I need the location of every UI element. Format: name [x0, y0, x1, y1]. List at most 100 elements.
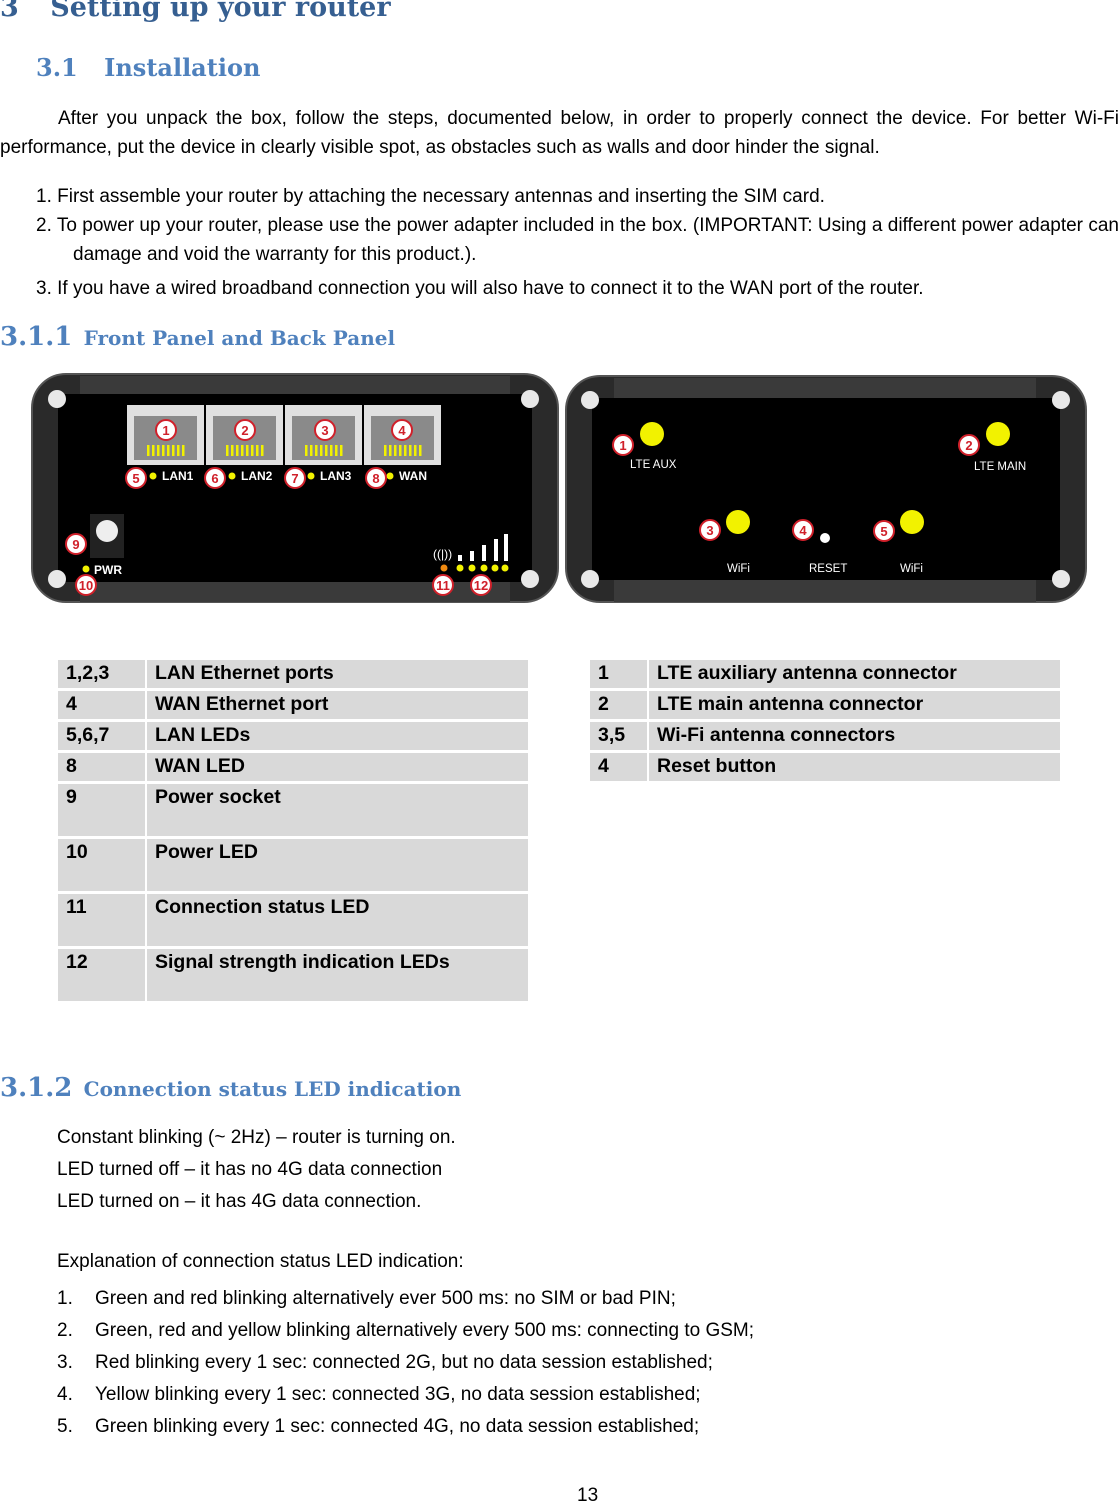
callout-number: 4	[799, 523, 807, 538]
item-description: Signal strength indication LEDs	[147, 949, 528, 1001]
item-description: WAN LED	[147, 753, 528, 781]
led-state: LED turned on – it has 4G data connectio…	[57, 1191, 422, 1212]
callout-number: 5	[880, 524, 887, 539]
item-number: 2	[590, 691, 647, 719]
list-item: 4.Yellow blinking every 1 sec: connected…	[57, 1384, 701, 1405]
heading-title: Installation	[104, 53, 261, 82]
heading-led-indication: 3.1.2 Connection status LED indication	[0, 1073, 461, 1103]
step-2: 2. To power up your router, please use t…	[36, 211, 1119, 269]
item-number: 9	[58, 784, 145, 836]
callout-number: 7	[291, 471, 298, 486]
item-description: Power LED	[147, 839, 528, 891]
item-number: 8	[58, 753, 145, 781]
callout-marker	[391, 419, 413, 441]
callout-number: 10	[79, 578, 93, 593]
step-1: 1. First assemble your router by attachi…	[36, 186, 825, 207]
callout-number: 2	[241, 423, 248, 438]
antenna-icon: ((|))	[433, 547, 452, 561]
led-state: LED turned off – it has no 4G data conne…	[57, 1159, 443, 1180]
list-item: 2.Green, red and yellow blinking alterna…	[57, 1320, 754, 1341]
lte-main-label: LTE MAIN	[974, 461, 1026, 473]
heading-installation: 3.1 Installation	[36, 53, 260, 82]
heading-number: 3	[0, 0, 19, 23]
intro-paragraph: After you unpack the box, follow the ste…	[0, 108, 1119, 158]
led-state: Constant blinking (~ 2Hz) – router is tu…	[57, 1127, 456, 1148]
callout-marker	[470, 574, 492, 596]
page-number: 13	[577, 1485, 599, 1505]
item-description: LAN Ethernet ports	[147, 660, 528, 688]
callout-number: 12	[474, 578, 488, 593]
callout-marker	[792, 519, 814, 541]
item-description: LTE main antenna connector	[649, 691, 1060, 719]
callout-number: 1	[619, 438, 626, 453]
item-description: Reset button	[649, 753, 1060, 781]
callout-marker	[873, 520, 895, 542]
callout-marker	[234, 419, 256, 441]
led-states: Constant blinking (~ 2Hz) – router is tu…	[57, 1122, 456, 1218]
port-label: LAN1	[162, 469, 194, 483]
wifi-label-1: WiFi	[727, 563, 750, 575]
callout-marker	[284, 467, 306, 489]
callout-marker	[314, 419, 336, 441]
reset-label: RESET	[809, 563, 847, 575]
callout-marker	[75, 574, 97, 596]
item-description: LAN LEDs	[147, 722, 528, 750]
item-number: 12	[58, 949, 145, 1001]
step-2-text: 2. To power up your router, please use t…	[36, 215, 1119, 265]
heading-title: Setting up your router	[50, 0, 391, 23]
port-label: LAN2	[241, 469, 273, 483]
callout-marker	[125, 467, 147, 489]
callout-number: 9	[72, 537, 79, 552]
heading-chapter: 3 Setting up your router	[0, 0, 391, 23]
port-label: LAN3	[320, 469, 352, 483]
item-number: 1,2,3	[58, 660, 145, 688]
callout-number: 11	[436, 578, 450, 593]
callout-marker	[958, 434, 980, 456]
lte-aux-label: LTE AUX	[630, 459, 677, 471]
explanation-list: 1.Green and red blinking alternatively e…	[57, 1283, 754, 1443]
callout-number: 8	[372, 471, 379, 486]
wifi-label-2: WiFi	[900, 563, 923, 575]
item-description: Wi-Fi antenna connectors	[649, 722, 1060, 750]
callout-marker	[155, 419, 177, 441]
step-3: 3. If you have a wired broadband connect…	[36, 278, 924, 299]
list-item: 5.Green blinking every 1 sec: connected …	[57, 1416, 700, 1437]
heading-number: 3.1	[36, 53, 78, 82]
item-number: 11	[58, 894, 145, 946]
explanation-title: Explanation of connection status LED ind…	[57, 1251, 464, 1272]
item-number: 5,6,7	[58, 722, 145, 750]
port-label: WAN	[399, 469, 427, 483]
item-description: Power socket	[147, 784, 528, 836]
item-number: 4	[590, 753, 647, 781]
callout-number: 6	[211, 471, 218, 486]
item-number: 3,5	[590, 722, 647, 750]
callout-marker	[204, 467, 226, 489]
heading-title: Front Panel and Back Panel	[83, 326, 396, 350]
item-number: 1	[590, 660, 647, 688]
callout-number: 4	[398, 423, 406, 438]
heading-front-back-panel: 3.1.1 Front Panel and Back Panel	[0, 322, 395, 352]
list-item: 3.Red blinking every 1 sec: connected 2G…	[57, 1352, 713, 1373]
pwr-label: PWR	[94, 563, 122, 577]
heading-title: Connection status LED indication	[83, 1077, 462, 1101]
item-description: Connection status LED	[147, 894, 528, 946]
heading-number: 3.1.2	[0, 1073, 73, 1103]
callout-marker	[612, 434, 634, 456]
callout-marker	[699, 519, 721, 541]
callout-marker	[432, 574, 454, 596]
